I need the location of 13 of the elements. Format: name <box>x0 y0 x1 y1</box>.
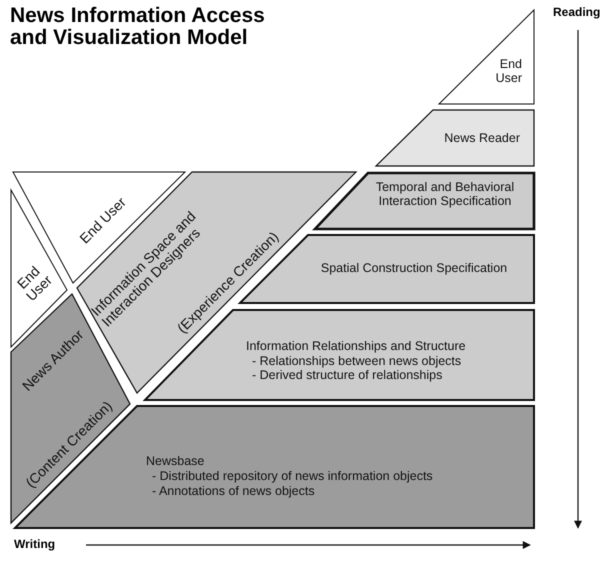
bullet-text: - Derived structure of relationships <box>252 368 444 382</box>
axis-label: Reading <box>553 5 600 19</box>
layer-label: End User <box>494 57 522 85</box>
bullet-text: - Relationships between news objects <box>252 354 462 368</box>
layer-label: Newsbase <box>146 454 206 468</box>
bullet-text: - Distributed repository of news information objects <box>152 469 434 483</box>
layer-label: Information Relationships and Structure <box>246 339 467 353</box>
bullet-text: - Annotations of news objects <box>152 484 316 498</box>
layer-label: Spatial Construction Specification <box>320 261 508 275</box>
axis-label: Writing <box>14 537 56 551</box>
diagram-title: News Information Access and Visualization Model <box>10 5 266 49</box>
layer-label: News Reader <box>443 131 520 145</box>
layer-label: Temporal and Behavioral Interaction Specification <box>374 180 516 208</box>
